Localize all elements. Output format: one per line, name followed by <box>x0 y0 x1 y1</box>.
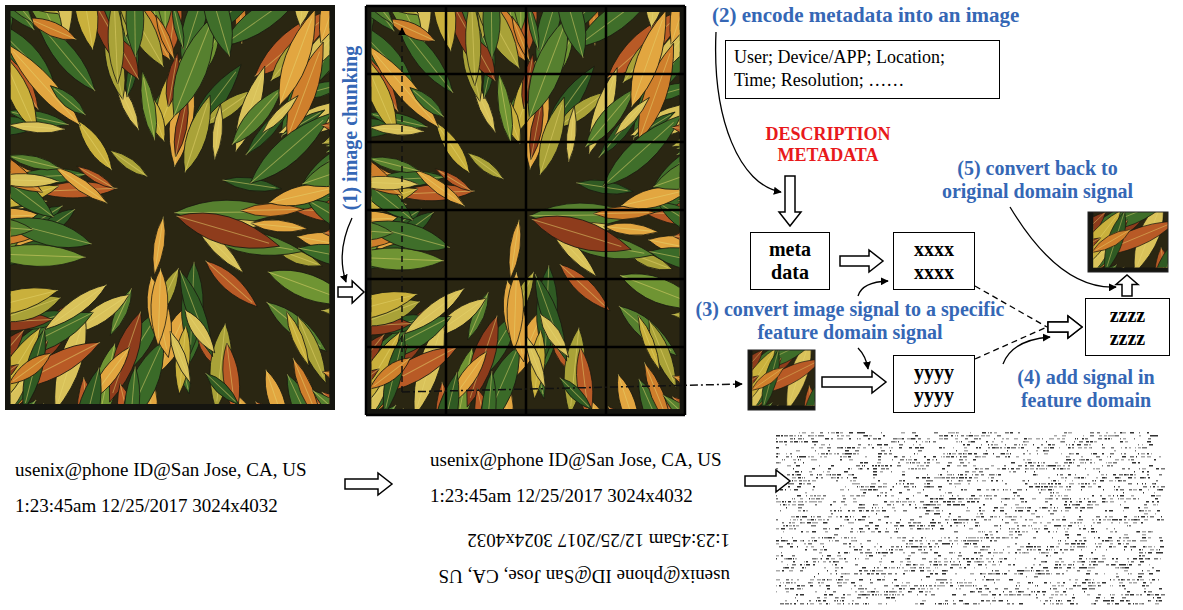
crop-border <box>748 350 815 410</box>
dashed-link <box>975 327 1047 359</box>
block-arrow <box>745 470 790 492</box>
metadata-title: DESCRIPTION METADATA <box>753 124 903 165</box>
grid-line <box>366 346 685 349</box>
grid-line <box>366 141 685 144</box>
leader-arrow <box>1003 337 1050 364</box>
step-label: (5) convert back to original domain sign… <box>930 157 1145 203</box>
scan-arrow <box>401 28 403 392</box>
chunk-arrow <box>402 384 742 392</box>
photo-crop <box>688 48 1076 485</box>
step-label: (1) image chunking <box>339 43 362 213</box>
box-text: zzzz zzzz <box>1092 304 1163 350</box>
encoded-noise-image <box>776 432 1165 605</box>
block-arrow <box>345 473 392 495</box>
step-label: (4) add signal in feature domain <box>995 366 1177 412</box>
block-arrow <box>1048 316 1082 338</box>
block-arrow <box>779 176 801 226</box>
encoded-noise-image <box>776 432 1164 605</box>
grid-line <box>366 414 685 417</box>
step-label: (2) encode metadata into an image <box>712 3 1019 27</box>
flipped-metadata-text: usenix@phone ID@San Jose, CA, US 1:23:45… <box>418 522 730 594</box>
chunk-grid <box>366 6 685 415</box>
leader-arrow <box>858 348 868 369</box>
encoded-noise-image <box>776 432 1161 605</box>
box-text: yyyy yyyy <box>900 361 968 407</box>
leader-arrow <box>1010 207 1116 287</box>
encoded-box: xxxx xxxx <box>893 232 975 290</box>
metadata-text: usenix@phone ID@San Jose, CA, US 1:23:45… <box>15 452 327 524</box>
leader-arrow <box>342 218 352 282</box>
block-arrow <box>1048 316 1082 338</box>
connector <box>975 316 1082 359</box>
block-arrow <box>840 250 883 272</box>
crop-border <box>1088 212 1168 272</box>
block-arrow <box>1116 275 1138 296</box>
step-label: (3) convert image signal to a specific f… <box>695 298 1005 344</box>
block-arrow <box>338 281 364 303</box>
grid-line <box>366 278 685 281</box>
metadata-box: meta data <box>750 232 830 290</box>
original-photo <box>0 0 426 511</box>
leader-arrow <box>858 281 888 296</box>
grid-line <box>366 5 685 8</box>
chunked-photo <box>292 0 774 517</box>
sum-box: zzzz zzzz <box>1085 298 1170 356</box>
feature-box: yyyy yyyy <box>893 355 975 413</box>
grid-line <box>366 73 685 76</box>
image-chunk <box>688 48 1076 485</box>
connector <box>840 250 883 272</box>
metadata-text: usenix@phone ID@San Jose, CA, US 1:23:45… <box>430 442 742 514</box>
box-text: User; Device/APP; Location; Time; Resolu… <box>734 46 991 93</box>
box-text: meta data <box>757 238 823 284</box>
block-arrow <box>822 371 886 393</box>
box-text: xxxx xxxx <box>900 238 968 284</box>
description-box: User; Device/APP; Location; Time; Resolu… <box>725 40 1000 99</box>
grid-line <box>366 209 685 212</box>
